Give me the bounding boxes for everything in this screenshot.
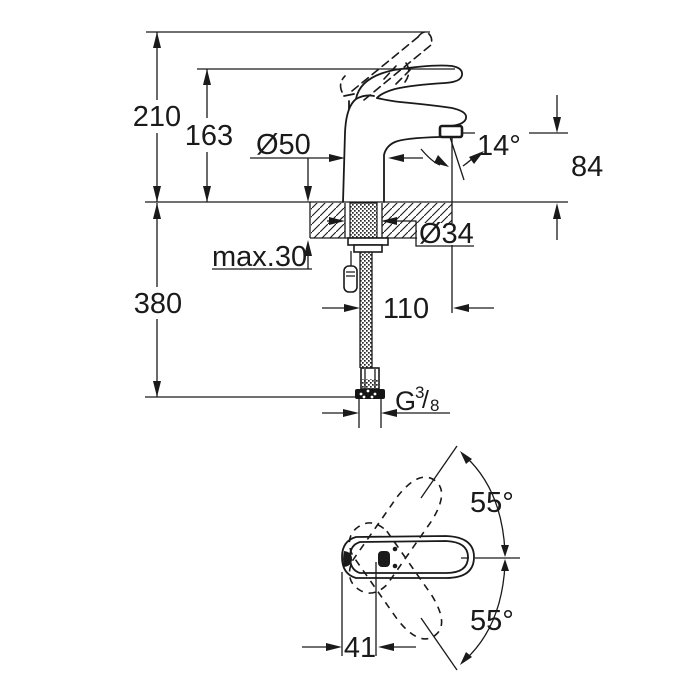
pull-rod-knob [343, 265, 358, 293]
screw-dot-top [392, 546, 398, 552]
dimension-163: 163 [185, 69, 233, 202]
handle-rotated-down-dashed [348, 522, 443, 640]
dimension-380-label: 380 [134, 288, 182, 320]
screw-dot-bottom [392, 563, 398, 569]
swivel-arc-top [464, 455, 506, 553]
dimension-210-label: 210 [133, 101, 181, 133]
jet-angle-line [448, 133, 465, 181]
dimension-d34-label: Ø34 [419, 218, 474, 250]
swivel-arc-bottom [464, 563, 506, 661]
dimension-14deg-label: 14° [477, 130, 521, 162]
thread-numerator-label: 3 [415, 383, 424, 402]
dimension-max30-label: max.30 [212, 241, 307, 273]
thread-slash-label: / [422, 386, 429, 414]
mounting-shank [347, 202, 389, 253]
dimension-g38: G 3 / 8 [322, 383, 450, 417]
aerator [438, 124, 464, 139]
swivel-ray-down [420, 617, 458, 671]
dimension-d34: Ø34 [327, 217, 474, 250]
handle-loop [355, 64, 463, 100]
handle-rotated-up-dashed [348, 476, 443, 594]
dimension-d50-label: Ø50 [256, 129, 311, 161]
dimension-14deg: 14° [420, 130, 568, 167]
dimension-41: 41 [302, 562, 416, 664]
dimension-55deg-bottom-label: 55° [470, 605, 514, 637]
angle-arc-left [420, 148, 441, 166]
spout-underside [383, 136, 441, 203]
spout-top-edge [376, 97, 468, 127]
dimension-d50: Ø50 [250, 129, 423, 162]
cartridge-mark [378, 551, 390, 567]
raised-handle-dashed [339, 31, 433, 101]
pull-rod [343, 251, 358, 293]
dimension-163-label: 163 [185, 120, 233, 152]
faucet-side-view [339, 31, 468, 203]
dimension-110-label: 110 [383, 293, 429, 325]
mounting-nut [353, 244, 383, 253]
thread-denominator-label: 8 [430, 396, 439, 415]
mounting-washer [347, 237, 389, 246]
dimension-41-label: 41 [344, 632, 376, 664]
handle-pivot-detail [343, 93, 355, 110]
thread-g-label: G [395, 386, 416, 416]
dimension-84-label: 84 [571, 151, 603, 183]
dimension-110: 110 [322, 293, 494, 325]
dimension-55deg-top-label: 55° [470, 487, 514, 519]
thread-tailpiece [358, 399, 382, 428]
dimension-380: 380 [134, 203, 182, 397]
handle-top-view-outer [341, 535, 475, 579]
swivel-ray-up [420, 445, 458, 499]
dimension-210: 210 [133, 32, 181, 202]
handle-back-notch [343, 551, 352, 567]
reference-lines [145, 31, 568, 398]
dimension-84: 84 [553, 95, 603, 240]
faucet-body-left-edge [342, 94, 375, 203]
dimension-max30: max.30 [212, 158, 312, 273]
handle-top-view-inner [349, 540, 469, 574]
bottom-view: 55° 55° 41 [302, 445, 520, 671]
connection-nut [355, 389, 385, 399]
flexible-hose [355, 252, 385, 428]
